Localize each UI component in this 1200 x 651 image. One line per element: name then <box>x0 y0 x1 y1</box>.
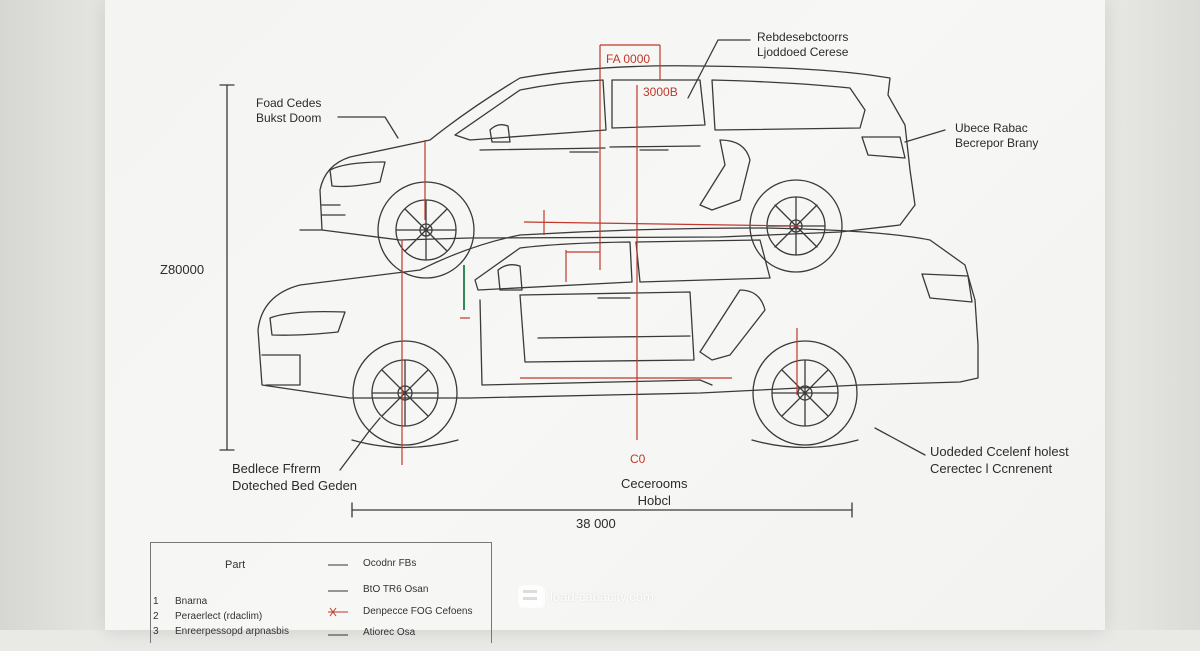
legend-row-text: Peraerlect (rdaclim) <box>175 611 263 622</box>
label-red-center: C0 <box>630 452 646 466</box>
dimension-height: Z80000 <box>160 262 205 277</box>
label-top-right: Rebdesebctoorrs Ljoddoed Cerese <box>757 30 849 59</box>
legend-row-text: Enreerpessopd arpnasbis <box>175 626 289 637</box>
label-red-second: 3000B <box>643 85 678 99</box>
watermark: load-capacity.com <box>518 585 654 607</box>
watermark-text: load-capacity.com <box>550 588 654 604</box>
red-measurements <box>401 44 801 465</box>
truck-icon-badge <box>518 585 542 607</box>
legend-key-label: BtO TR6 Osan <box>363 584 429 595</box>
label-bottom-right: Uodeded Ccelenf holest Cerectec l Ccnren… <box>930 444 1069 476</box>
background-right <box>1105 0 1200 630</box>
legend-table: Part 1 Bnarna 2 Peraerlect (rdaclim) 3 E… <box>150 542 492 643</box>
leader-lines <box>337 39 946 471</box>
legend-row-text: Bnarna <box>175 596 208 607</box>
upper-car <box>319 65 916 279</box>
legend-row-number: 1 <box>153 596 159 607</box>
label-right: Ubece Rabac Becrepor Brany <box>955 121 1039 150</box>
dimension-lines <box>219 84 853 518</box>
label-top-left: Foad Cedes Bukst Doom <box>256 96 322 125</box>
legend-header: Part <box>225 559 246 571</box>
legend-key-label: Ocodnr FBs <box>363 558 417 569</box>
lower-car <box>257 227 979 449</box>
label-red-top: FA 0000 <box>606 52 651 66</box>
label-center: Cecerooms Hobcl <box>621 476 688 508</box>
legend-row-number: 2 <box>153 611 159 622</box>
legend-row-number: 3 <box>153 626 159 637</box>
label-bottom-left: Bedlece Ffrerm Doteched Bed Geden <box>232 461 358 493</box>
legend-key-label: Atiorec Osa <box>363 627 416 638</box>
vehicle-diagram <box>219 39 979 608</box>
legend-key-label: Denpecce FOG Cefoens <box>363 606 473 617</box>
background-left <box>0 0 110 630</box>
legend-key-symbols <box>328 564 348 636</box>
dimension-length: 38 000 <box>576 516 616 531</box>
